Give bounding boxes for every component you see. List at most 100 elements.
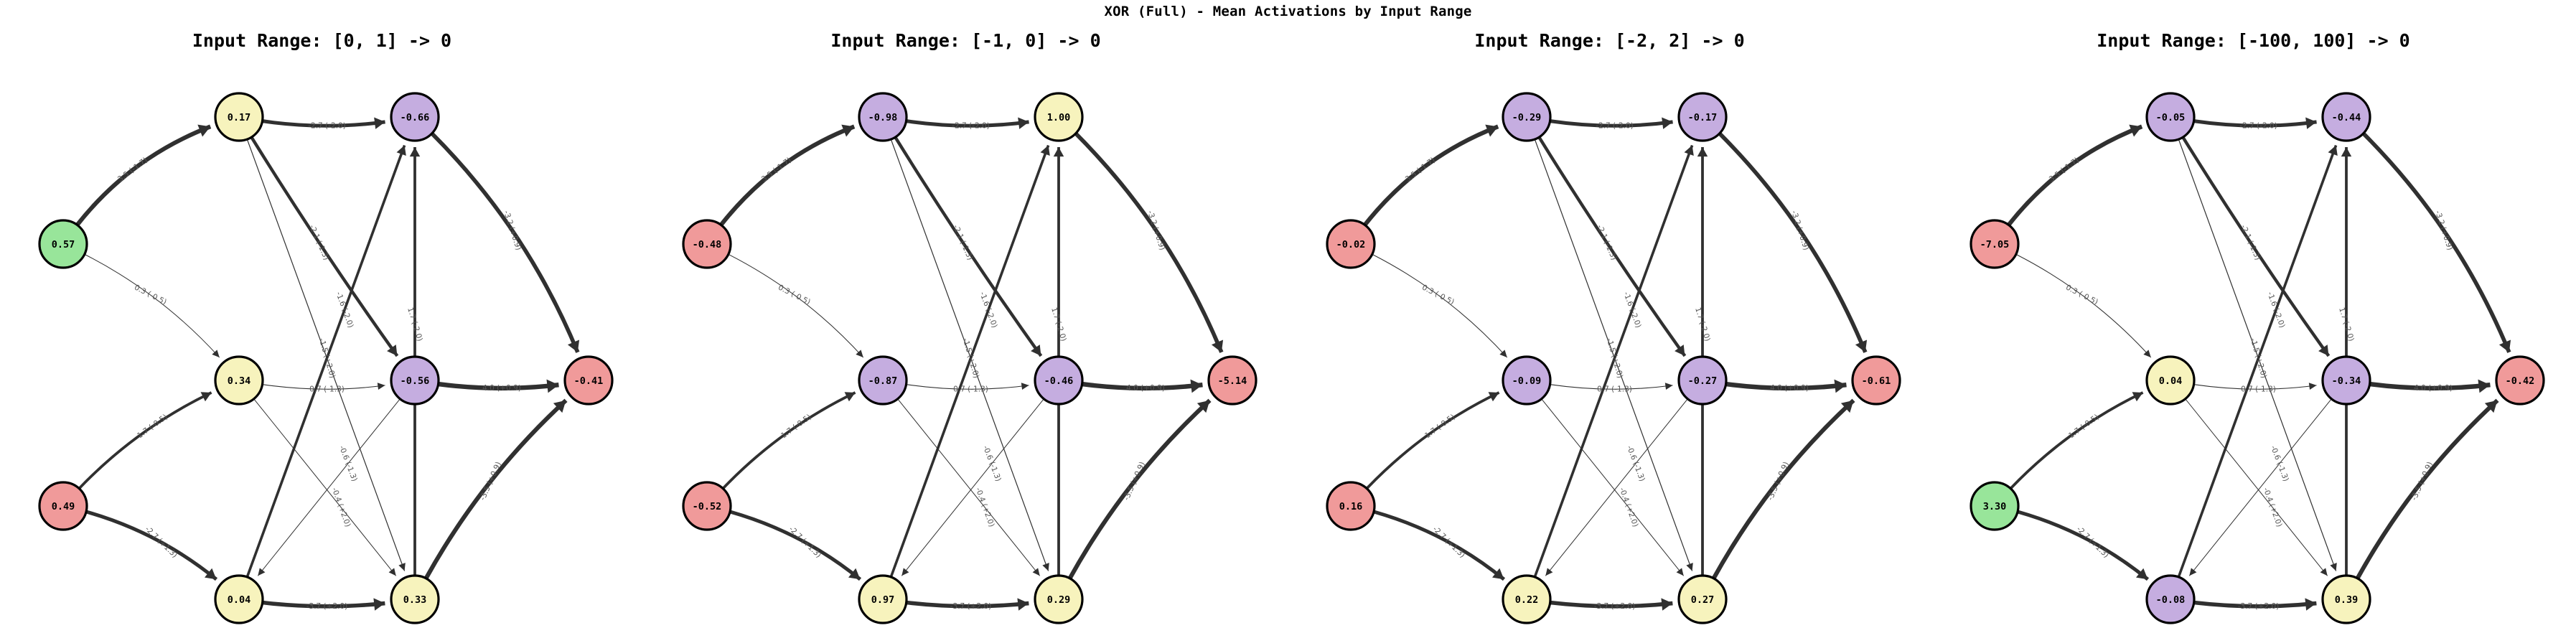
node-circle[interactable] xyxy=(682,219,732,269)
edge-label-h5-h6: -3.7 (+2.0) xyxy=(306,602,348,611)
edge-h4-h5 xyxy=(1545,399,1688,576)
node-circle[interactable] xyxy=(2321,92,2371,142)
network-graph: 3.5 (-1.7)-2.7 (-2.0)0.3 (-0.5)-3.2 (+0.… xyxy=(682,92,1257,624)
node-h6[interactable]: 0.33 xyxy=(390,574,440,624)
node-h6[interactable]: 0.39 xyxy=(2321,574,2371,624)
node-h4[interactable]: -0.46 xyxy=(1034,355,1084,406)
node-h3[interactable]: 0.04 xyxy=(2145,355,2196,406)
edge-label-h3-h6: -0.4 (+2.0) xyxy=(330,487,352,528)
node-h4[interactable]: -0.27 xyxy=(1677,355,1728,406)
node-circle[interactable] xyxy=(1851,355,1901,406)
edge-label-h3-h4: 0.7 (-1.3) xyxy=(1597,385,1632,393)
node-out[interactable]: -0.61 xyxy=(1851,355,1901,406)
node-circle[interactable] xyxy=(1034,92,1084,142)
edge-label-h6-h2: 1.7 (-2.0) xyxy=(1049,306,1068,342)
node-h5[interactable]: 0.04 xyxy=(214,574,264,624)
node-h1[interactable]: 0.17 xyxy=(214,92,264,142)
node-h6[interactable]: 0.29 xyxy=(1034,574,1084,624)
node-h1[interactable]: -0.98 xyxy=(858,92,908,142)
node-circle[interactable] xyxy=(390,355,440,406)
node-circle[interactable] xyxy=(858,574,908,624)
node-circle[interactable] xyxy=(214,92,264,142)
node-out[interactable]: -0.42 xyxy=(2495,355,2545,406)
node-circle[interactable] xyxy=(214,355,264,406)
node-in_a[interactable]: -0.48 xyxy=(682,219,732,269)
node-h1[interactable]: -0.05 xyxy=(2145,92,2196,142)
node-circle[interactable] xyxy=(38,219,88,269)
node-circle[interactable] xyxy=(858,92,908,142)
edge-label-in_a-h3: 0.3 (-0.5) xyxy=(1420,283,1456,307)
edge-h4-h5 xyxy=(2188,399,2332,576)
node-circle[interactable] xyxy=(2321,574,2371,624)
node-circle[interactable] xyxy=(1677,92,1728,142)
node-circle[interactable] xyxy=(1502,574,1552,624)
edge-arrow-h3-h6 xyxy=(1676,568,1684,576)
node-in_a[interactable]: 0.57 xyxy=(38,219,88,269)
node-circle[interactable] xyxy=(858,355,908,406)
edge-h4-out xyxy=(1082,382,1203,391)
node-circle[interactable] xyxy=(38,481,88,531)
node-circle[interactable] xyxy=(1207,355,1257,406)
node-h1[interactable]: -0.29 xyxy=(1502,92,1552,142)
node-out[interactable]: -5.14 xyxy=(1207,355,1257,406)
node-h5[interactable]: 0.22 xyxy=(1502,574,1552,624)
node-circle[interactable] xyxy=(682,481,732,531)
edge-arrow-h2-out xyxy=(1855,339,1868,352)
node-circle[interactable] xyxy=(390,574,440,624)
node-h6[interactable]: 0.27 xyxy=(1677,574,1728,624)
node-circle[interactable] xyxy=(563,355,614,406)
node-circle[interactable] xyxy=(1970,219,2020,269)
node-out[interactable]: -0.41 xyxy=(563,355,614,406)
node-value-label: 0.97 xyxy=(871,594,895,606)
node-h2[interactable]: 1.00 xyxy=(1034,92,1084,142)
node-in_a[interactable]: -7.05 xyxy=(1970,219,2020,269)
node-circle[interactable] xyxy=(2321,355,2371,406)
node-circle[interactable] xyxy=(1677,574,1728,624)
node-circle[interactable] xyxy=(2495,355,2545,406)
node-h3[interactable]: -0.87 xyxy=(858,355,908,406)
node-in_b[interactable]: 3.30 xyxy=(1970,481,2020,531)
edge-arrow-h1-h6 xyxy=(1686,563,1693,571)
node-circle[interactable] xyxy=(2145,355,2196,406)
node-in_b[interactable]: 0.16 xyxy=(1326,481,1376,531)
edge-h4-h5 xyxy=(257,399,401,576)
edge-h1-h6 xyxy=(2178,139,2337,571)
node-circle[interactable] xyxy=(1034,355,1084,406)
node-h2[interactable]: -0.66 xyxy=(390,92,440,142)
node-value-label: 0.04 xyxy=(228,594,251,606)
edge-label-h3-h6: -0.4 (+2.0) xyxy=(1618,487,1640,528)
edge-label-h2-out: -3.2 (+0.9) xyxy=(2433,210,2454,251)
node-circle[interactable] xyxy=(1970,481,2020,531)
node-in_a[interactable]: -0.02 xyxy=(1326,219,1376,269)
node-circle[interactable] xyxy=(214,574,264,624)
node-circle[interactable] xyxy=(2145,574,2196,624)
edge-h3-h4 xyxy=(1550,384,1673,390)
node-circle[interactable] xyxy=(1326,219,1376,269)
node-h3[interactable]: 0.34 xyxy=(214,355,264,406)
node-h5[interactable]: 0.97 xyxy=(858,574,908,624)
node-in_b[interactable]: -0.52 xyxy=(682,481,732,531)
edge-h5-h2 xyxy=(2177,144,2338,577)
node-circle[interactable] xyxy=(390,92,440,142)
node-h3[interactable]: -0.09 xyxy=(1502,355,1552,406)
node-h5[interactable]: -0.08 xyxy=(2145,574,2196,624)
node-circle[interactable] xyxy=(1034,574,1084,624)
edge-label-in_a-h1: 3.5 (-1.7) xyxy=(116,156,149,184)
node-circle[interactable] xyxy=(1326,481,1376,531)
node-in_b[interactable]: 0.49 xyxy=(38,481,88,531)
node-h2[interactable]: -0.17 xyxy=(1677,92,1728,142)
node-circle[interactable] xyxy=(1677,355,1728,406)
node-h4[interactable]: -0.34 xyxy=(2321,355,2371,406)
node-circle[interactable] xyxy=(1502,355,1552,406)
node-circle[interactable] xyxy=(1502,92,1552,142)
edge-label-h5-h2: -1.6 (-2.0) xyxy=(334,291,355,329)
node-value-label: -0.27 xyxy=(1688,375,1718,387)
node-circle[interactable] xyxy=(2145,92,2196,142)
edge-arrow-h1-h6 xyxy=(1042,563,1049,571)
edge-label-in_b-h3: 1.7 (-0.5) xyxy=(2067,413,2100,440)
edge-label-h1-h6: -1.5 (+2.0) xyxy=(317,337,337,380)
edge-h4-out xyxy=(1726,382,1847,391)
node-h2[interactable]: -0.44 xyxy=(2321,92,2371,142)
node-h4[interactable]: -0.56 xyxy=(390,355,440,406)
